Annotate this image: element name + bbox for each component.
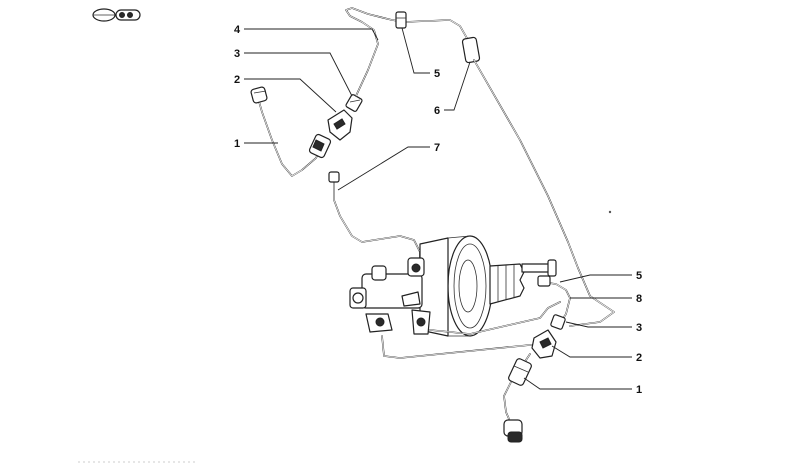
callout-1-top: 1 [234, 138, 240, 150]
callout-2-right: 2 [636, 352, 642, 364]
callout-1-right: 1 [636, 384, 642, 396]
callout-8-right: 8 [636, 293, 642, 305]
callout-4-top: 4 [234, 24, 241, 36]
leader-lines [244, 27, 632, 390]
callout-5-right: 5 [636, 270, 642, 282]
callout-2-top: 2 [234, 74, 240, 86]
callout-3-top: 3 [234, 48, 240, 60]
speck [608, 210, 612, 214]
brake-pipe-7 [328, 171, 421, 271]
brake-booster [349, 235, 561, 359]
callout-3-right: 3 [636, 322, 642, 334]
callout-labels: 4 3 2 1 5 6 7 5 8 3 2 1 [234, 24, 642, 396]
lower-brake-line-assembly [503, 275, 571, 443]
callout-7-top: 7 [434, 142, 440, 154]
hose-symbol-icon [92, 8, 141, 22]
callout-5-top: 5 [434, 68, 440, 80]
callout-6-top: 6 [434, 105, 440, 117]
upper-brake-line-assembly [250, 7, 615, 327]
